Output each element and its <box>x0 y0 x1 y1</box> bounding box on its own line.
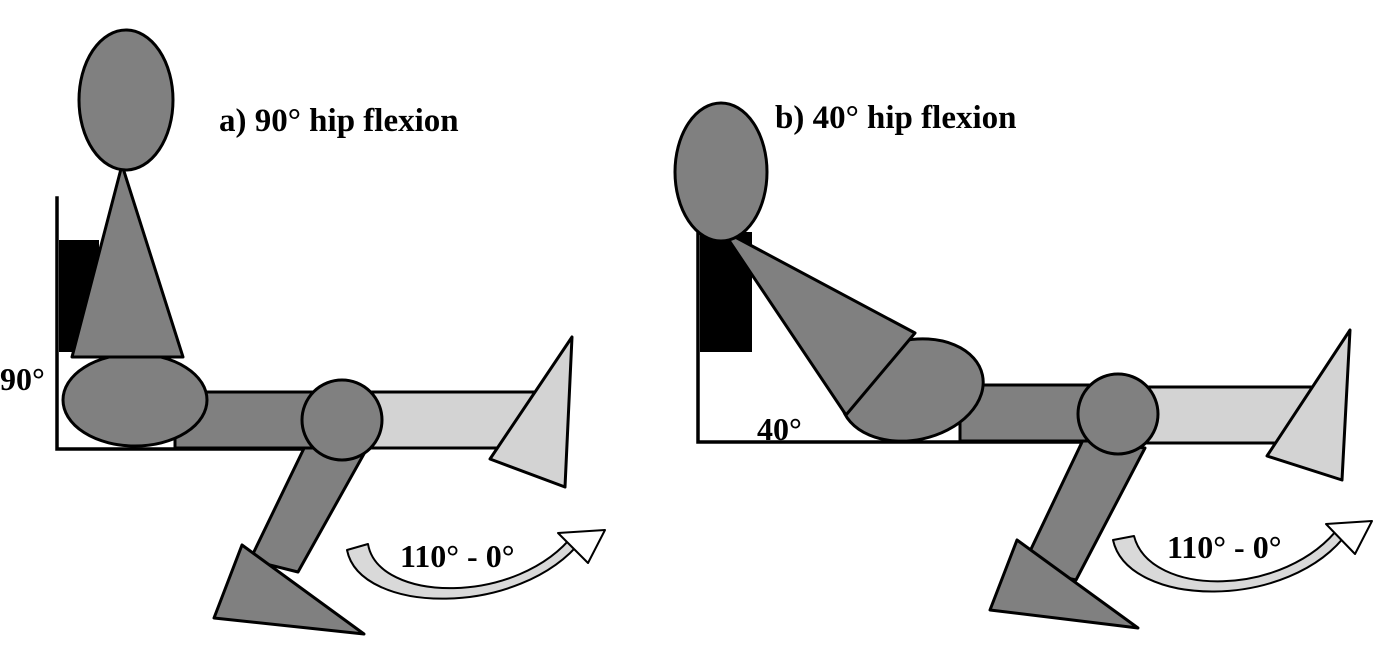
panel-a-head <box>77 28 175 172</box>
panel-a-title: a) 90° hip flexion <box>219 103 459 139</box>
panel-b-rotation-arrow <box>1112 520 1373 593</box>
panel-b-knee <box>1076 372 1160 456</box>
panel-a-torso <box>70 163 185 359</box>
panel-b-foot-initial <box>988 538 1140 630</box>
panel-a-hip-angle-label: 90° <box>0 361 45 397</box>
panel-b-head <box>673 101 769 243</box>
panel-a-knee <box>300 378 384 462</box>
panel-a-rotation-arrow <box>346 529 606 600</box>
panel-a-pelvis <box>61 352 209 448</box>
panel-a-foot-extended <box>488 335 574 489</box>
panel-b-torso <box>720 228 917 417</box>
panel-b-foot-extended <box>1265 328 1352 482</box>
panel-b-seat-frame <box>696 230 1087 444</box>
panel-b: b) 40° hip flexion 40° 110° - 0° <box>673 100 1373 630</box>
panel-a-foot-initial <box>212 543 366 636</box>
panel-b-knee-range-label: 110° - 0° <box>1167 529 1281 565</box>
panel-b-title: b) 40° hip flexion <box>775 100 1017 136</box>
panel-a: a) 90° hip flexion 90° 110° - 0° <box>0 28 606 636</box>
panel-a-knee-range-label: 110° - 0° <box>400 538 514 574</box>
panel-b-hip-angle-label: 40° <box>757 411 802 447</box>
